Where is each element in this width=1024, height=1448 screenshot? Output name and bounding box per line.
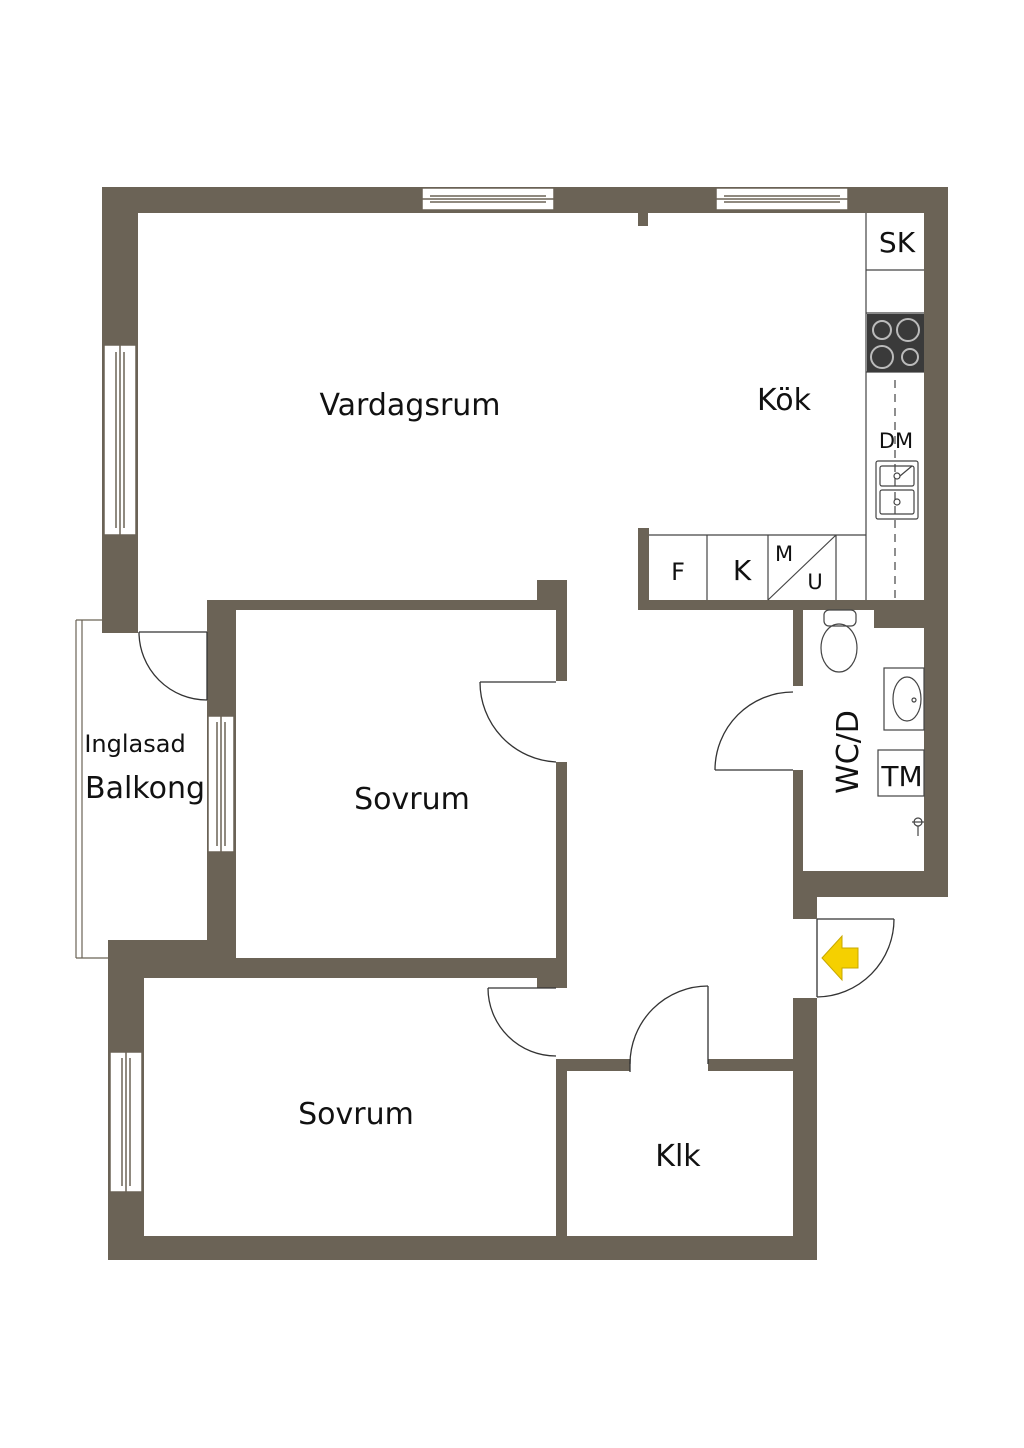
wall-right-step bbox=[793, 871, 948, 897]
fixture-label-tm: TM bbox=[880, 760, 922, 793]
window-bedroom1 bbox=[207, 715, 235, 853]
walls bbox=[102, 187, 948, 1260]
fixture-label-dm: DM bbox=[879, 429, 913, 453]
door-bedroom1[interactable] bbox=[479, 681, 557, 763]
fixture-label-f: F bbox=[671, 558, 685, 586]
window-bedroom2 bbox=[109, 1051, 143, 1193]
wall-bedroom2-top bbox=[144, 968, 567, 978]
entrance-arrow-icon bbox=[821, 934, 859, 982]
wall-kitchen-counter bbox=[638, 600, 924, 610]
wall-bath-left-bottom bbox=[793, 770, 803, 897]
sink-icon bbox=[875, 460, 919, 520]
wall-bottom bbox=[108, 1236, 817, 1260]
room-label-sovrum-1: Sovrum bbox=[354, 782, 470, 817]
doors bbox=[138, 631, 895, 1072]
wall-hall-bottom-right bbox=[708, 1059, 817, 1071]
wall-bedroom2-right-stub bbox=[537, 968, 567, 988]
door-bathroom[interactable] bbox=[714, 691, 794, 771]
windows bbox=[103, 187, 849, 1193]
room-label-vardagsrum: Vardagsrum bbox=[319, 388, 500, 423]
wall-bath-left-top bbox=[793, 600, 803, 686]
kitchen-counter bbox=[649, 213, 924, 601]
room-label-sovrum-2: Sovrum bbox=[298, 1097, 414, 1132]
fixture-label-m: M bbox=[775, 542, 793, 566]
wall-bath-top-right bbox=[874, 600, 924, 628]
wall-right-lower bbox=[793, 998, 817, 1260]
tap-icon bbox=[912, 817, 924, 836]
fixture-label-sk: SK bbox=[879, 226, 916, 259]
fixture-label-u: U bbox=[807, 570, 822, 594]
window-top-left bbox=[421, 187, 555, 211]
door-entrance[interactable] bbox=[816, 918, 895, 998]
room-label-balkong-line1: Inglasad bbox=[84, 730, 185, 758]
door-closet[interactable] bbox=[629, 985, 709, 1072]
wall-bedroom-divider bbox=[236, 958, 567, 968]
window-living-left bbox=[103, 344, 137, 536]
tm-box bbox=[877, 749, 925, 797]
wall-bedroom1-right-top bbox=[556, 580, 567, 681]
door-bedroom2[interactable] bbox=[487, 987, 557, 1057]
stove-icon bbox=[867, 314, 924, 372]
balcony-glazing bbox=[75, 619, 108, 959]
wall-right-upper bbox=[924, 187, 948, 897]
wall-stub-top bbox=[638, 210, 648, 226]
toilet-icon bbox=[820, 609, 858, 673]
wall-hall-bottom-left bbox=[556, 1059, 630, 1071]
wall-bedroom1-top bbox=[207, 600, 537, 610]
fixture-label-k: K bbox=[733, 554, 752, 587]
room-label-kok: Kök bbox=[757, 383, 812, 418]
room-label-klk: Klk bbox=[655, 1139, 701, 1174]
window-top-right bbox=[715, 187, 849, 211]
door-balcony[interactable] bbox=[138, 631, 208, 701]
wall-closet-left bbox=[556, 1059, 567, 1249]
wall-kitchen-counter-side bbox=[638, 528, 649, 610]
room-label-balkong-line2: Balkong bbox=[85, 771, 205, 806]
washbasin-icon bbox=[883, 667, 925, 731]
room-label-wcd: WC/D bbox=[831, 710, 866, 794]
wall-bedroom1-right-bottom bbox=[556, 762, 567, 988]
